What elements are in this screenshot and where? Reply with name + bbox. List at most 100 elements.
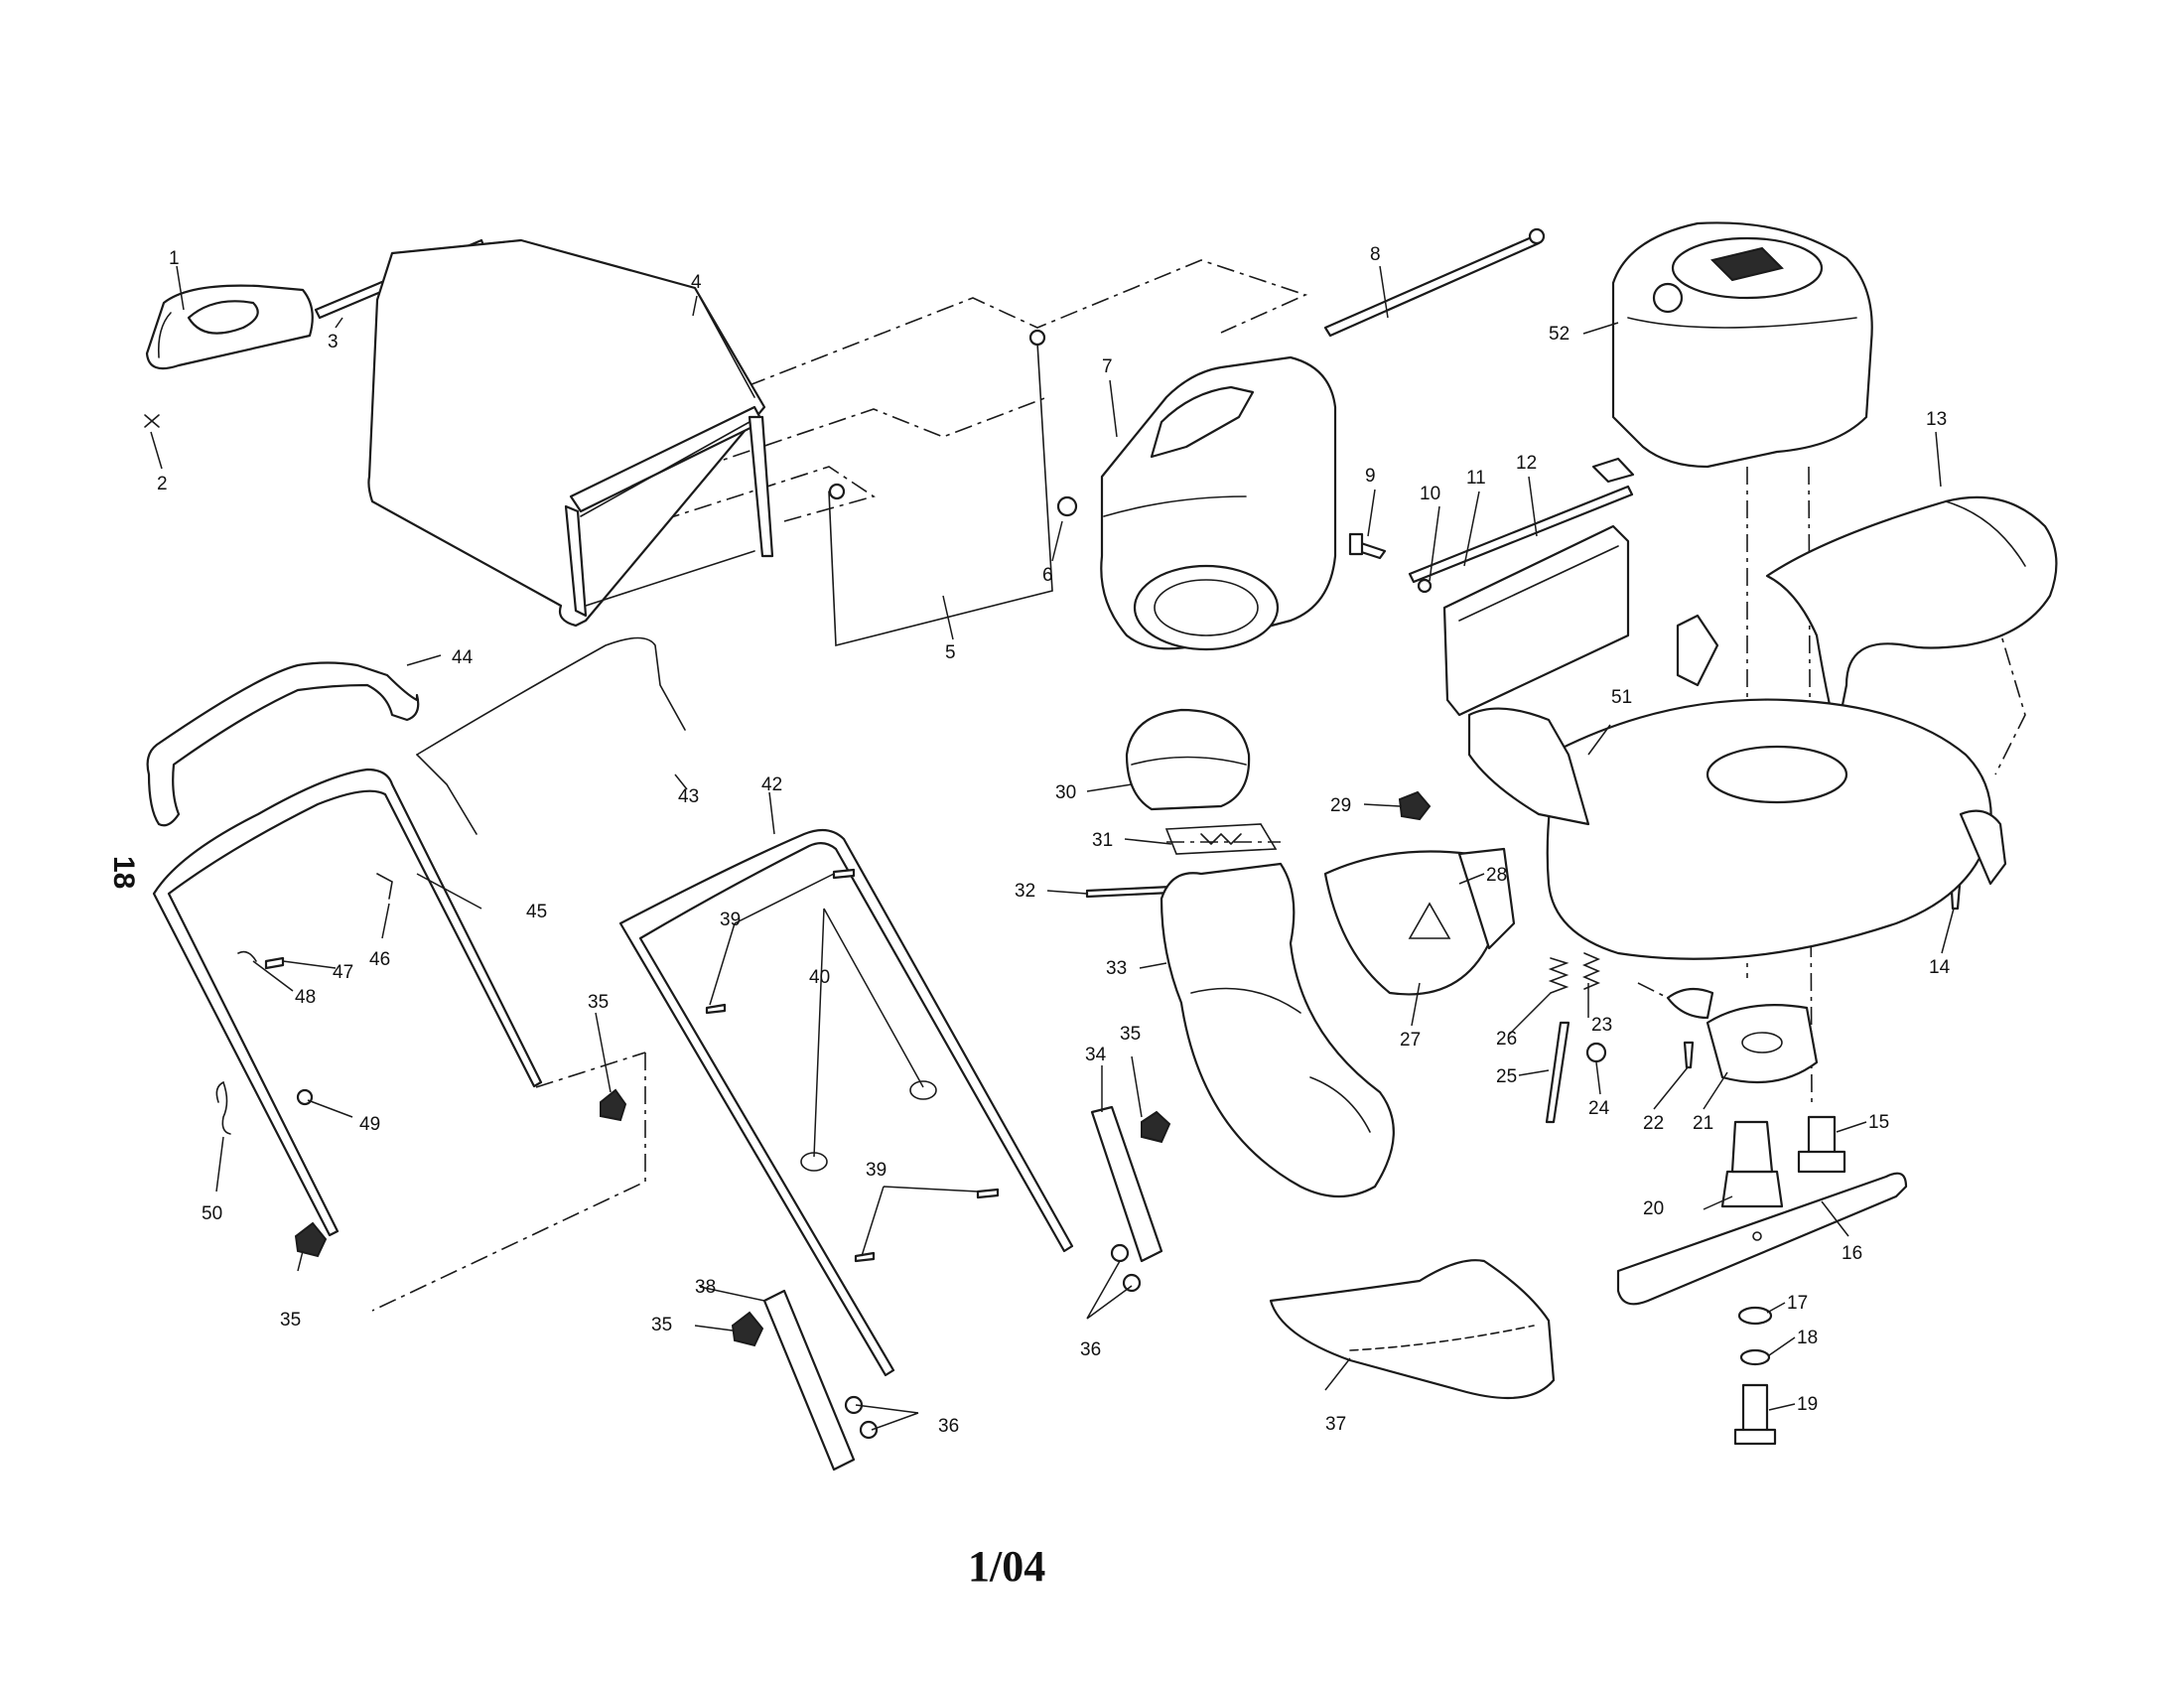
- callout-4: 4: [691, 272, 702, 293]
- handle-grip-part-44: [146, 661, 420, 827]
- hardware-parts: [215, 868, 1142, 1440]
- callout-51: 51: [1611, 687, 1632, 708]
- callout-32: 32: [1015, 881, 1035, 902]
- deflector-part-28: [1457, 847, 1516, 950]
- callout-1: 1: [169, 248, 180, 269]
- knob-part-35: [294, 1088, 1171, 1347]
- callout-13: 13: [1926, 409, 1947, 430]
- screw-part-22: [1683, 1041, 1695, 1069]
- callout-28: 28: [1486, 865, 1507, 886]
- date-code: 1/04: [968, 1542, 1045, 1591]
- mulch-plug-part-30: [1125, 708, 1251, 811]
- callout-18: 18: [1797, 1328, 1818, 1348]
- axle-rod-part-8: [1323, 227, 1546, 338]
- washer-part-18: [1739, 1348, 1771, 1366]
- callout-29: 29: [1330, 795, 1351, 816]
- baffle-part-21: [1666, 987, 1819, 1084]
- nut-part-6: [1056, 495, 1078, 517]
- callout-14: 14: [1929, 957, 1951, 978]
- callout-2: 2: [157, 474, 168, 494]
- callout-26: 26: [1496, 1029, 1517, 1050]
- callout-35-bottom-left: 35: [280, 1310, 301, 1331]
- washer-part-17: [1737, 1306, 1773, 1326]
- nut-part-24: [1585, 1042, 1607, 1063]
- callout-52: 52: [1549, 324, 1570, 345]
- callout-42: 42: [761, 774, 782, 795]
- callout-22: 22: [1643, 1113, 1664, 1134]
- callout-38: 38: [695, 1277, 716, 1298]
- callout-45: 45: [526, 902, 547, 922]
- callout-16: 16: [1842, 1243, 1862, 1264]
- callout-23: 23: [1591, 1015, 1612, 1036]
- knob-part-29: [1398, 790, 1432, 821]
- side-deflector-part-27: [1323, 850, 1491, 996]
- callout-10: 10: [1420, 484, 1440, 504]
- callout-36-right: 36: [1080, 1339, 1101, 1360]
- bracket-part-38: [762, 1289, 856, 1472]
- callout-11: 11: [1466, 468, 1486, 489]
- callout-35-left-handle: 35: [588, 992, 609, 1013]
- deflector-part-13: [1765, 495, 2058, 737]
- callout-35-bracket: 35: [651, 1315, 672, 1335]
- callout-15: 15: [1868, 1112, 1889, 1133]
- callout-39-upper: 39: [720, 910, 741, 930]
- callout-5: 5: [945, 642, 956, 663]
- callout-35-right: 35: [1120, 1024, 1141, 1045]
- bolt-part-9: [1348, 532, 1387, 560]
- clip-part-2: [144, 414, 160, 428]
- page-number: 18: [107, 856, 140, 889]
- callout-7: 7: [1102, 356, 1113, 377]
- callout-30: 30: [1055, 782, 1076, 803]
- callout-47: 47: [333, 962, 353, 983]
- rear-chute-part-7: [1100, 355, 1337, 651]
- upper-handle-part-45: [152, 768, 543, 1237]
- callout-39-lower: 39: [866, 1160, 887, 1181]
- callout-25: 25: [1496, 1066, 1517, 1087]
- callout-12: 12: [1516, 453, 1537, 474]
- lower-handle-part-42: [618, 828, 1074, 1377]
- callout-6: 6: [1042, 565, 1053, 586]
- discharge-chute-part-33: [1160, 862, 1395, 1198]
- callout-24: 24: [1588, 1098, 1610, 1119]
- callout-8: 8: [1370, 244, 1381, 265]
- callout-21: 21: [1693, 1113, 1713, 1134]
- leader-lines: [150, 265, 1955, 1431]
- callout-31: 31: [1092, 830, 1113, 851]
- rear-flap-part-12: [1442, 457, 1635, 717]
- spring-part-26: [1548, 957, 1570, 994]
- engine-part-52: [1611, 221, 1873, 469]
- callout-27: 27: [1400, 1030, 1421, 1051]
- bolt-part-15: [1797, 1115, 1846, 1174]
- callout-44: 44: [452, 647, 474, 668]
- blade-adapter-part-20: [1720, 1120, 1784, 1208]
- mower-deck-part-51: [1467, 614, 2007, 960]
- bag-handle-part-1: [145, 284, 314, 370]
- callout-numbers: 1 2 3 4 5 6 7 8 9 10 11 12 13 14 15 16 1…: [157, 244, 1951, 1437]
- blade-part-16: [1616, 1172, 1908, 1306]
- callout-33: 33: [1106, 958, 1127, 979]
- callout-3: 3: [328, 332, 339, 352]
- bolt-part-19: [1733, 1383, 1777, 1446]
- callout-40: 40: [809, 967, 830, 988]
- callout-46: 46: [369, 949, 390, 970]
- callout-9: 9: [1365, 466, 1376, 487]
- side-chute-part-37: [1269, 1259, 1556, 1400]
- callout-19: 19: [1797, 1394, 1818, 1415]
- spring-part-23: [1581, 952, 1601, 990]
- callout-34: 34: [1085, 1045, 1107, 1065]
- callout-43: 43: [678, 786, 699, 807]
- callout-37: 37: [1325, 1414, 1346, 1435]
- pin-part-32: [1085, 885, 1173, 899]
- callout-17: 17: [1787, 1293, 1808, 1314]
- bracket-part-34: [1090, 1105, 1163, 1263]
- callout-49: 49: [359, 1114, 380, 1135]
- callout-50: 50: [202, 1203, 222, 1224]
- callout-48: 48: [295, 987, 316, 1008]
- bolt-part-25: [1545, 1021, 1570, 1124]
- callout-20: 20: [1643, 1198, 1664, 1219]
- grass-bag-part-4: [367, 238, 774, 628]
- callout-36-left: 36: [938, 1416, 959, 1437]
- door-spring-part-31: [1164, 823, 1278, 855]
- wire-frame-part-5: [828, 329, 1053, 647]
